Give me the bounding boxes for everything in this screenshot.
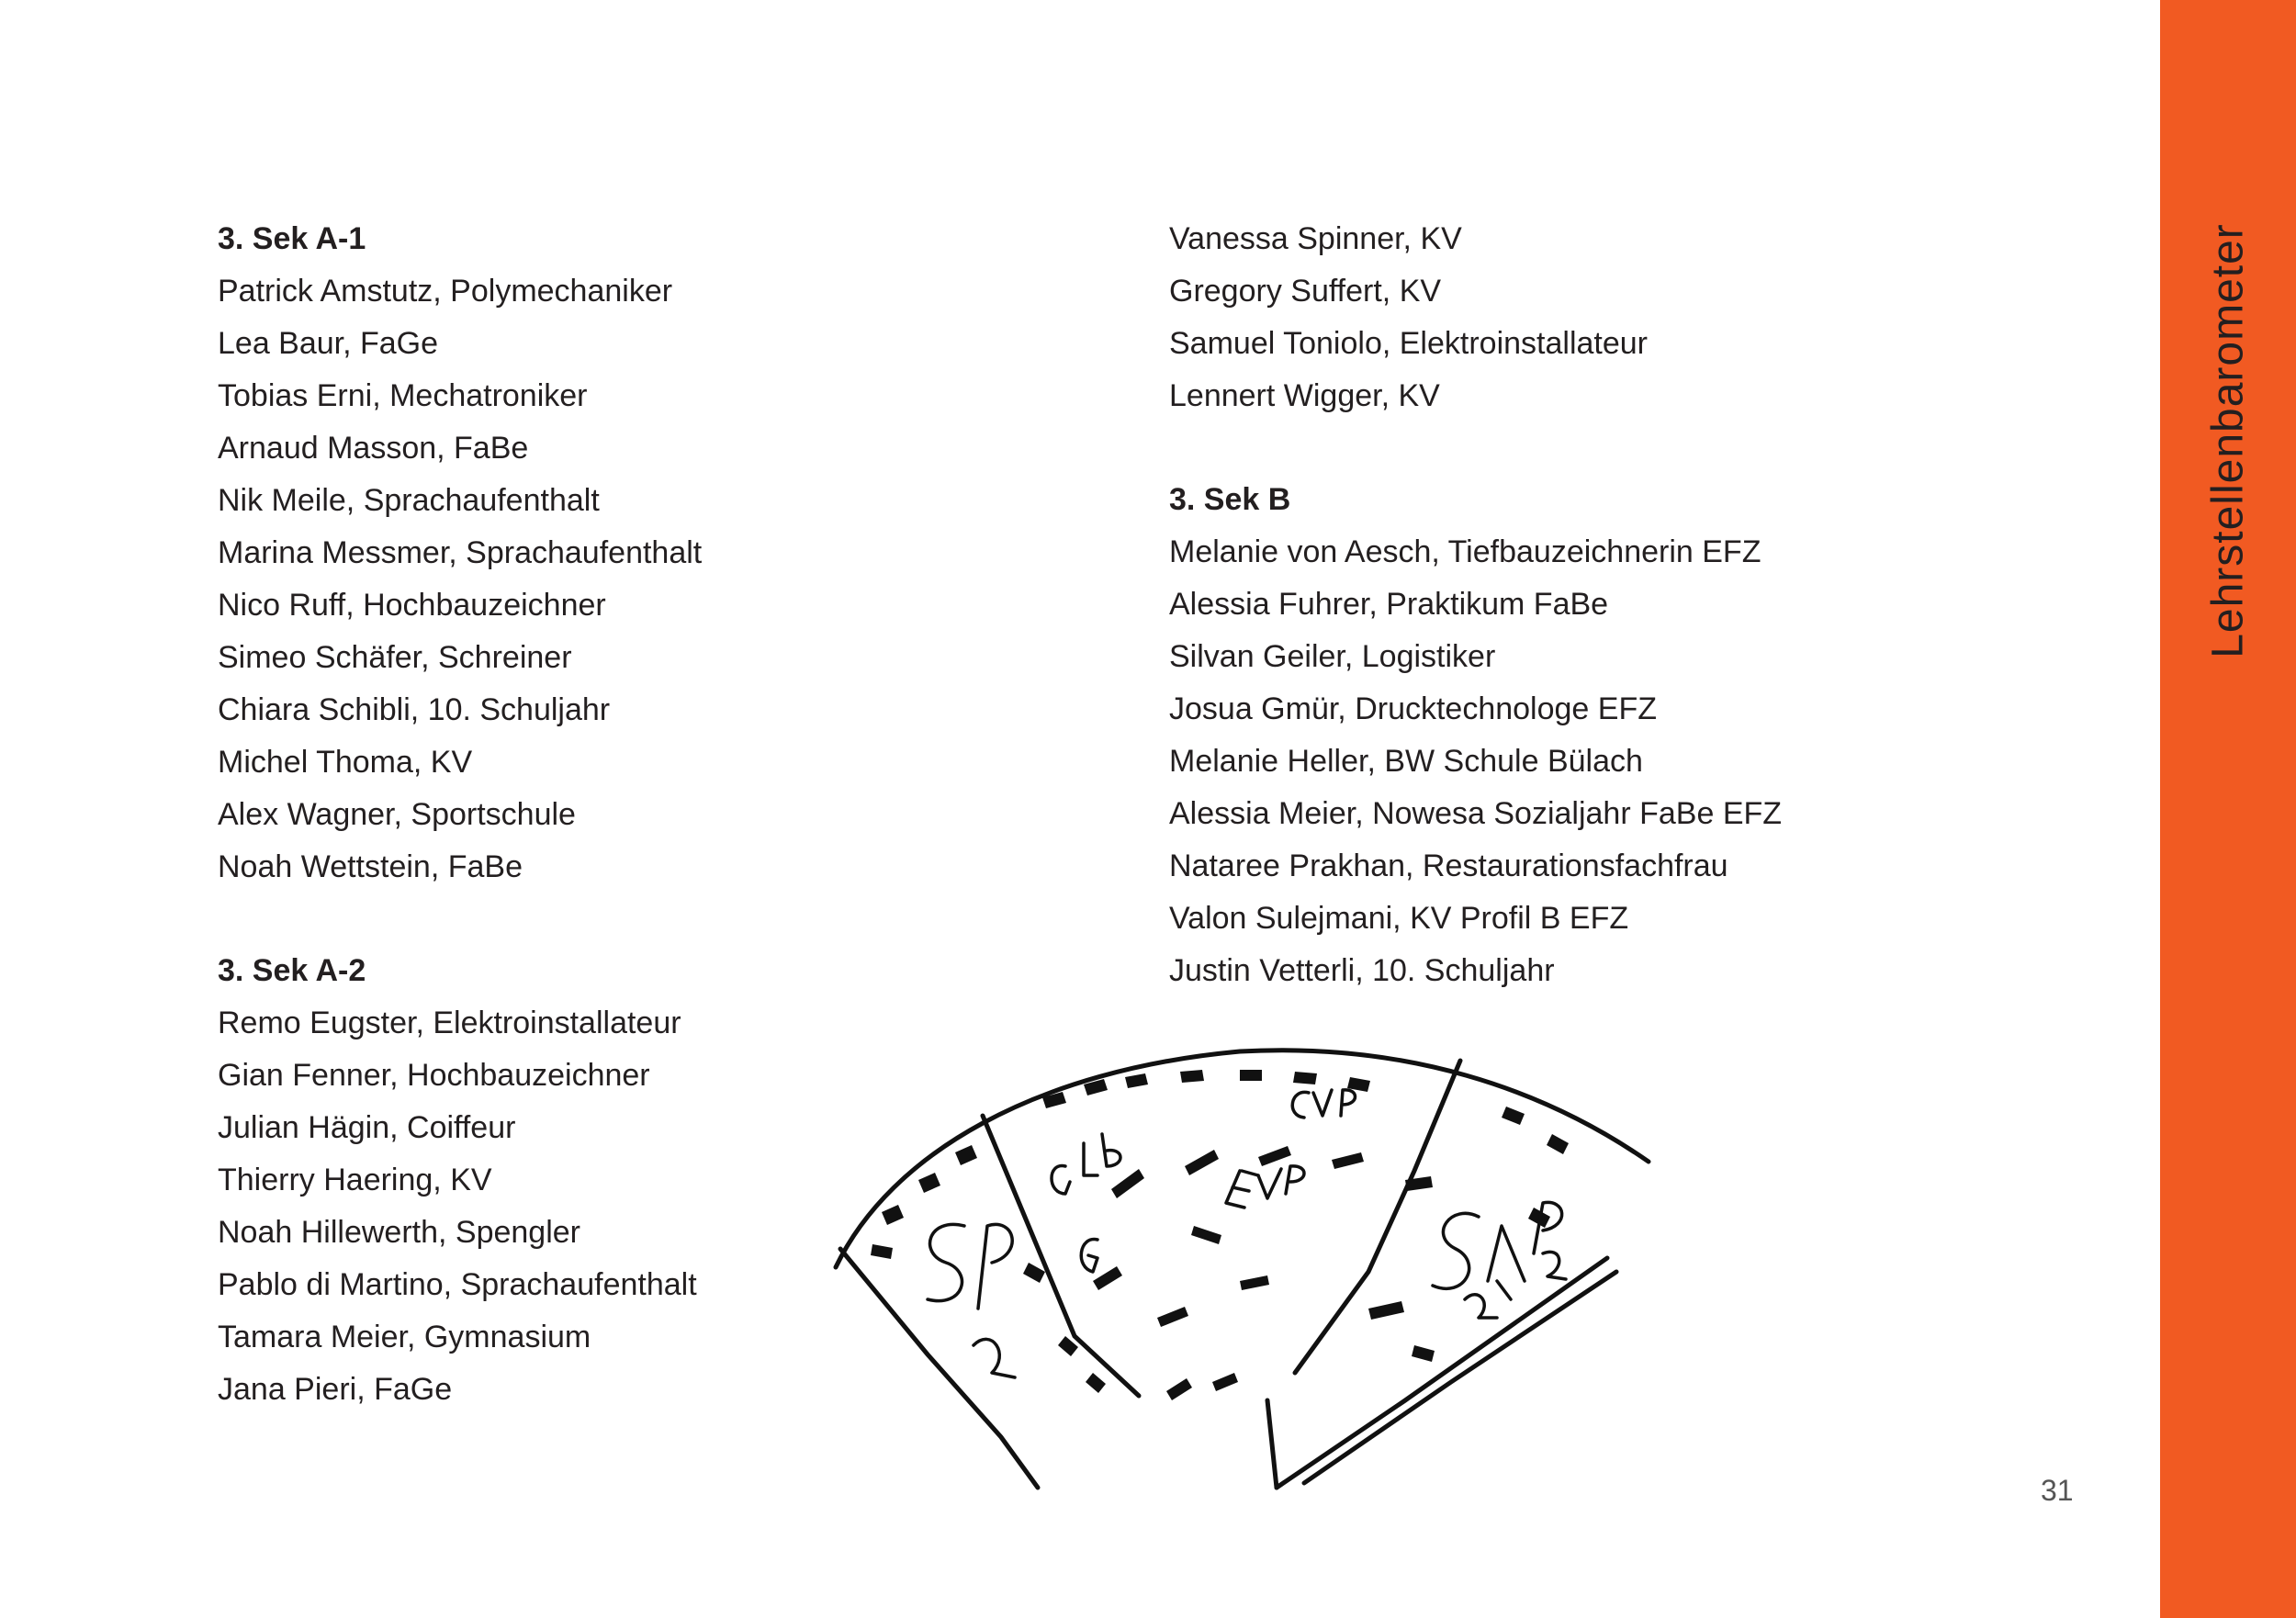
left-column: 3. Sek A-1 Patrick Amstutz, Polymechanik… [218, 213, 1044, 1467]
section-heading: 3. Sek A-2 [218, 953, 366, 988]
list-item: Lennert Wigger, KV [1169, 378, 1440, 413]
list-item: Valon Sulejmani, KV Profil B EFZ [1169, 901, 1629, 936]
list-item: Lea Baur, FaGe [218, 326, 439, 361]
section-heading: 3. Sek A-1 [218, 221, 366, 256]
list-item: Josua Gmür, Drucktechnologe EFZ [1169, 691, 1658, 726]
sketch-seats [871, 1070, 1569, 1400]
sketch-outer-arc [833, 1048, 1651, 1270]
sketch-inner-right-2 [1301, 1269, 1619, 1486]
list-item: Jana Pieri, FaGe [218, 1372, 453, 1407]
sketch-inner-right [1274, 1255, 1610, 1490]
list-item: Silvan Geiler, Logistiker [1169, 639, 1496, 674]
sidebar-band: Lehrstellenbarometer [2160, 0, 2296, 1618]
list-item: Melanie von Aesch, Tiefbauzeichnerin EFZ [1169, 534, 1761, 569]
sketch-handwriting [926, 1088, 1568, 1379]
list-item: Pablo di Martino, Sprachaufenthalt [218, 1267, 697, 1302]
list-item: Gregory Suffert, KV [1169, 274, 1442, 309]
parliament-sketch [833, 1048, 1651, 1490]
right-column: Vanessa Spinner, KV Gregory Suffert, KV Sa… [1169, 213, 1996, 1049]
list-item: Gian Fenner, Hochbauzeichner [218, 1058, 650, 1093]
list-item: Alex Wagner, Sportschule [218, 797, 576, 832]
section-sek-a2: 3. Sek A-2 Remo Eugster, Elektroinstalla… [218, 945, 1044, 1416]
sketch-divider-left [980, 1113, 1142, 1399]
list-item: Arnaud Masson, FaBe [218, 431, 529, 466]
list-item: Thierry Haering, KV [218, 1163, 492, 1197]
page-number: 31 [2041, 1474, 2074, 1507]
list-item: Nataree Prakhan, Restaurationsfachfrau [1169, 848, 1728, 883]
list-item: Patrick Amstutz, Polymechaniker [218, 274, 673, 309]
sketch-divider-right [1292, 1058, 1463, 1376]
list-item: Alessia Meier, Nowesa Sozialjahr FaBe EF… [1169, 796, 1783, 831]
section-sek-a1: 3. Sek A-1 Patrick Amstutz, Polymechanik… [218, 213, 1044, 893]
list-item: Simeo Schäfer, Schreiner [218, 640, 572, 675]
section-sek-a2-continued: Vanessa Spinner, KV Gregory Suffert, KV Sa… [1169, 213, 1996, 422]
sketch-inner-mid [1265, 1398, 1279, 1490]
section-heading: 3. Sek B [1169, 482, 1291, 517]
entry-list: Vanessa Spinner, KV Gregory Suffert, KV Sa… [1169, 213, 1996, 422]
list-item: Michel Thoma, KV [218, 745, 473, 780]
list-item: Nico Ruff, Hochbauzeichner [218, 588, 606, 623]
list-item: Melanie Heller, BW Schule Bülach [1169, 744, 1643, 779]
list-item: Tamara Meier, Gymnasium [218, 1320, 591, 1354]
entry-list: Melanie von Aesch, Tiefbauzeichnerin EFZ… [1169, 526, 1996, 997]
list-item: Tobias Erni, Mechatroniker [218, 378, 588, 413]
section-sek-b: 3. Sek B Melanie von Aesch, Tiefbauzeich… [1169, 474, 1996, 997]
list-item: Justin Vetterli, 10. Schuljahr [1169, 953, 1555, 988]
list-item: Noah Wettstein, FaBe [218, 849, 523, 884]
list-item: Marina Messmer, Sprachaufenthalt [218, 535, 703, 570]
list-item: Julian Hägin, Coiffeur [218, 1110, 516, 1145]
sidebar-title: Lehrstellenbarometer [2203, 223, 2253, 658]
list-item: Nik Meile, Sprachaufenthalt [218, 483, 600, 518]
list-item: Noah Hillewerth, Spengler [218, 1215, 580, 1250]
list-item: Chiara Schibli, 10. Schuljahr [218, 692, 611, 727]
list-item: Alessia Fuhrer, Praktikum FaBe [1169, 587, 1609, 622]
list-item: Vanessa Spinner, KV [1169, 221, 1462, 256]
list-item: Samuel Toniolo, Elektroinstallateur [1169, 326, 1648, 361]
sketch-inner-left [838, 1246, 1041, 1490]
list-item: Remo Eugster, Elektroinstallateur [218, 1006, 681, 1040]
